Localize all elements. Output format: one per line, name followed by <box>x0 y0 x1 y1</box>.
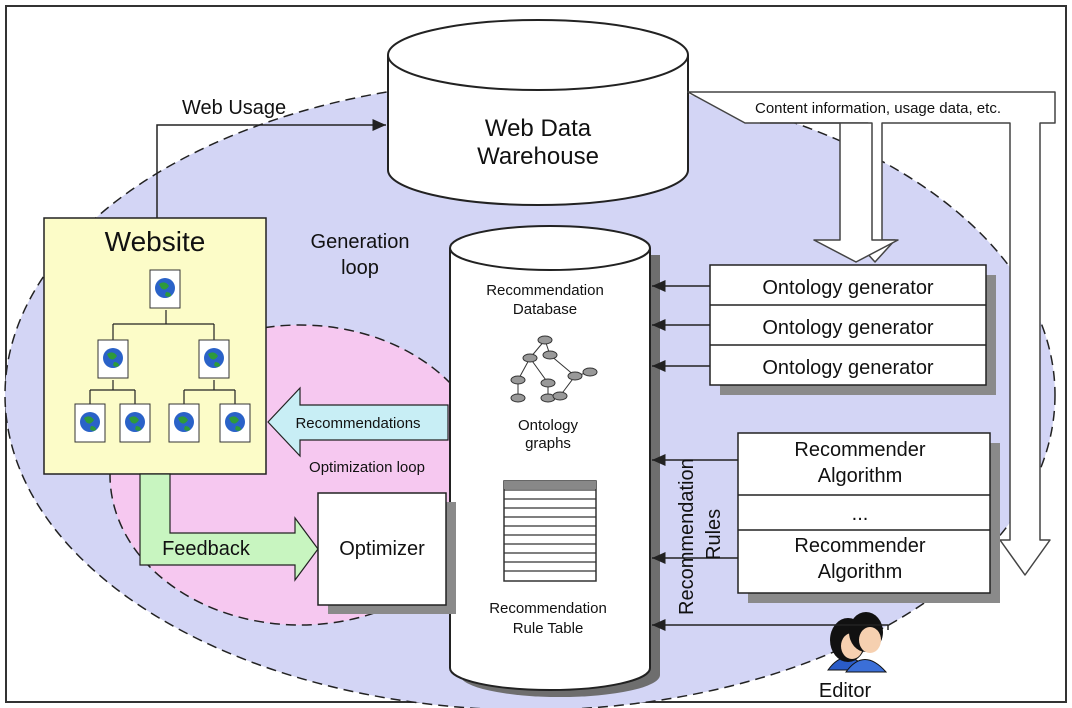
recommendations-label: Recommendations <box>295 415 420 432</box>
recommender-1-label-1: Recommender <box>794 439 926 461</box>
ontology-graphs-label-2: graphs <box>525 435 571 452</box>
recommendation-rules-label-1: Recommendation <box>676 458 698 615</box>
website-box: Website <box>43 217 267 475</box>
rule-table-icon <box>503 480 597 582</box>
site-tree-lines <box>89 310 236 404</box>
feedback-arrow: Feedback <box>139 473 319 582</box>
rule-table-label-1: Recommendation <box>489 600 607 617</box>
recommendation-database: Recommendation Database Ontology graphs … <box>449 225 660 697</box>
web-page-icon <box>97 339 129 379</box>
recommender-1-label-2: Algorithm <box>818 465 902 487</box>
warehouse-label-2: Warehouse <box>477 143 599 170</box>
web-page-icon <box>119 403 151 443</box>
recommender-2-label-1: Recommender <box>794 535 926 557</box>
ontology-generator-3: Ontology generator <box>762 357 934 379</box>
content-info-flow: Content information, usage data, etc. <box>687 91 1056 576</box>
ontology-to-db-arrows <box>652 280 710 372</box>
content-info-label: Content information, usage data, etc. <box>755 100 1001 117</box>
recdb-label-2: Database <box>513 301 577 318</box>
recdb-label-1: Recommendation <box>486 282 604 299</box>
ontology-generator-2: Ontology generator <box>762 317 934 339</box>
web-page-icon <box>74 403 106 443</box>
web-page-icon <box>149 269 181 309</box>
rules-to-db-arrows <box>652 454 738 564</box>
optimization-loop-label: Optimization loop <box>309 459 425 476</box>
ontology-generator-1: Ontology generator <box>762 277 934 299</box>
content-to-ontology-arrow <box>760 122 899 263</box>
web-page-icon <box>168 403 200 443</box>
warehouse-label-1: Web Data <box>485 115 592 142</box>
editor-icon <box>827 612 888 673</box>
web-page-icon <box>198 339 230 379</box>
web-usage-label: Web Usage <box>182 97 286 119</box>
generation-loop-label-2: loop <box>341 257 379 279</box>
recommender-algorithms: Recommender Algorithm ... Recommender Al… <box>737 432 1000 603</box>
feedback-label: Feedback <box>162 538 251 560</box>
recommendation-rules-label-2: Rules <box>703 509 725 560</box>
ontology-graphs-label-1: Ontology <box>518 417 579 434</box>
recommender-2-label-2: Algorithm <box>818 561 902 583</box>
web-page-icon <box>219 403 251 443</box>
ontology-graph-icon <box>510 335 598 403</box>
web-usage-arrow <box>156 119 386 218</box>
rule-table-label-2: Rule Table <box>513 620 584 637</box>
recommendations-arrow: Recommendations <box>267 386 449 458</box>
website-title: Website <box>105 226 206 257</box>
optimizer-label: Optimizer <box>339 538 425 560</box>
recommender-ellipsis: ... <box>852 503 869 525</box>
generation-loop-label-1: Generation <box>311 231 410 253</box>
ontology-generators: Ontology generator Ontology generator On… <box>709 264 996 395</box>
editor-label: Editor <box>819 680 872 702</box>
optimizer-box: Optimizer <box>317 492 456 614</box>
web-data-warehouse: Web Data Warehouse <box>387 19 689 206</box>
